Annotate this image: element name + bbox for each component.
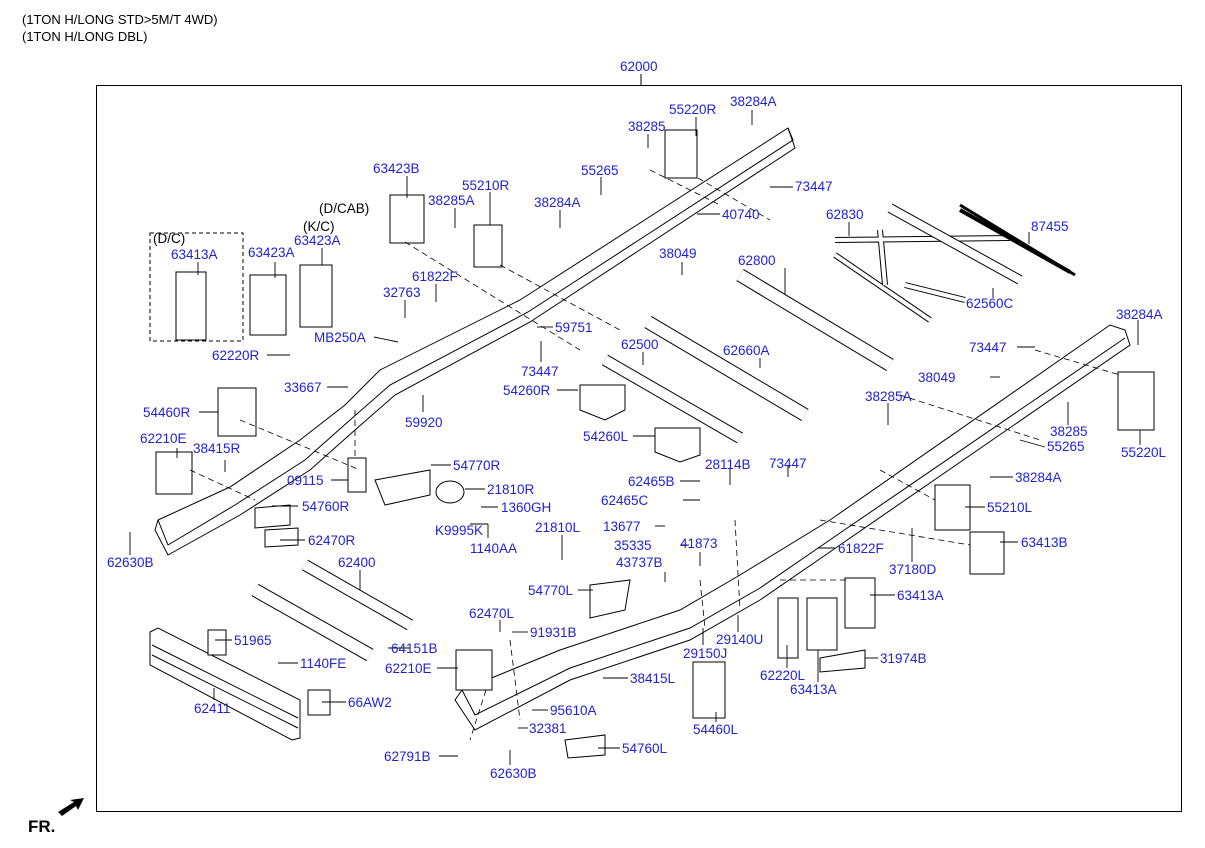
- part-label[interactable]: 38049: [918, 370, 956, 385]
- part-label[interactable]: 73447: [969, 340, 1007, 355]
- part-label[interactable]: 59920: [405, 415, 443, 430]
- part-label[interactable]: 62500: [621, 337, 659, 352]
- part-label[interactable]: 43737B: [616, 555, 663, 570]
- part-label[interactable]: 55265: [581, 163, 619, 178]
- part-label[interactable]: 54260L: [583, 429, 629, 444]
- part-label[interactable]: 62220L: [760, 668, 806, 683]
- part-label[interactable]: 55220L: [1121, 445, 1167, 460]
- part-label[interactable]: 1140FE: [300, 656, 347, 671]
- variant-label-kc: (K/C): [303, 219, 335, 234]
- part-label[interactable]: 33667: [284, 380, 322, 395]
- part-label[interactable]: 38285: [628, 119, 666, 134]
- front-direction-label: FR.: [28, 817, 56, 836]
- part-label[interactable]: 62791B: [384, 749, 431, 764]
- part-label[interactable]: 38284A: [730, 94, 777, 109]
- part-label[interactable]: 41873: [680, 536, 718, 551]
- part-label[interactable]: 73447: [795, 179, 833, 194]
- part-label[interactable]: 91931B: [530, 625, 577, 640]
- part-label[interactable]: 28114B: [705, 457, 751, 472]
- part-label[interactable]: 38049: [659, 246, 697, 261]
- part-label[interactable]: 54460R: [143, 405, 191, 420]
- part-label[interactable]: 09115: [287, 473, 324, 488]
- part-label[interactable]: 29150J: [683, 646, 728, 661]
- part-label[interactable]: 61822F: [838, 541, 884, 556]
- part-label[interactable]: 38284A: [1116, 307, 1163, 322]
- part-label[interactable]: 64151B: [391, 641, 438, 656]
- part-label[interactable]: 21810R: [487, 482, 535, 497]
- part-label[interactable]: 54760R: [302, 499, 350, 514]
- part-label-62000[interactable]: 62000: [620, 59, 658, 74]
- part-label[interactable]: 87455: [1031, 219, 1069, 234]
- part-label[interactable]: 63423A: [294, 233, 341, 248]
- part-label[interactable]: 62210E: [140, 431, 187, 446]
- part-label[interactable]: 62630B: [107, 555, 154, 570]
- variant-label-dc: (D/C): [153, 231, 186, 246]
- part-label[interactable]: 95610A: [550, 703, 597, 718]
- part-label[interactable]: 38285: [1050, 424, 1088, 439]
- part-label[interactable]: 63413A: [790, 682, 837, 697]
- part-label[interactable]: 63423B: [373, 161, 420, 176]
- part-label[interactable]: 32763: [383, 285, 421, 300]
- part-label[interactable]: 38284A: [1015, 470, 1062, 485]
- part-label[interactable]: 63413B: [1021, 535, 1068, 550]
- part-label[interactable]: 62411: [194, 701, 231, 716]
- part-label[interactable]: 62800: [738, 253, 776, 268]
- part-label[interactable]: 59751: [555, 320, 593, 335]
- part-label[interactable]: 13677: [603, 519, 641, 534]
- part-label[interactable]: 62660A: [723, 343, 770, 358]
- part-label[interactable]: 1140AA: [470, 541, 518, 556]
- variant-label-dcab: (D/CAB): [319, 201, 370, 216]
- part-label[interactable]: 55210L: [987, 500, 1033, 515]
- part-label[interactable]: 62220R: [212, 348, 260, 363]
- part-label[interactable]: 66AW2: [348, 695, 392, 710]
- part-label[interactable]: 54770R: [453, 458, 501, 473]
- part-label[interactable]: 55210R: [462, 178, 510, 193]
- part-label[interactable]: 55220R: [669, 102, 717, 117]
- part-label[interactable]: 38285A: [428, 193, 475, 208]
- part-label[interactable]: 21810L: [535, 520, 581, 535]
- part-label[interactable]: 54460L: [693, 722, 739, 737]
- part-label[interactable]: 63413A: [171, 247, 218, 262]
- part-label[interactable]: 35335: [614, 538, 652, 553]
- header-line-1: (1TON H/LONG STD>5M/T 4WD): [22, 12, 218, 27]
- part-label[interactable]: 62830: [826, 207, 864, 222]
- part-label[interactable]: 62470L: [469, 606, 515, 621]
- part-label[interactable]: 62470R: [308, 533, 356, 548]
- part-label[interactable]: K9995K: [435, 523, 484, 538]
- part-label[interactable]: 62465C: [601, 493, 649, 508]
- part-label[interactable]: 38285A: [865, 389, 912, 404]
- part-label[interactable]: 1360GH: [501, 500, 552, 515]
- part-label[interactable]: 38415R: [193, 441, 241, 456]
- part-label[interactable]: 29140U: [716, 632, 764, 647]
- part-label[interactable]: 62465B: [628, 474, 675, 489]
- part-label[interactable]: 54770L: [528, 583, 574, 598]
- part-label[interactable]: 54760L: [622, 741, 668, 756]
- part-label[interactable]: 73447: [769, 456, 807, 471]
- part-label[interactable]: 63423A: [248, 245, 295, 260]
- part-label[interactable]: 62630B: [490, 766, 537, 781]
- header-line-2: (1TON H/LONG DBL): [22, 29, 148, 44]
- part-label[interactable]: 40740: [722, 207, 760, 222]
- part-label[interactable]: 62560C: [966, 296, 1014, 311]
- part-label[interactable]: 54260R: [503, 383, 551, 398]
- part-label[interactable]: MB250A: [314, 330, 366, 345]
- part-label[interactable]: 55265: [1047, 439, 1085, 454]
- part-label[interactable]: 38284A: [534, 195, 581, 210]
- part-label[interactable]: 62400: [338, 555, 376, 570]
- part-label[interactable]: 38415L: [630, 671, 676, 686]
- part-label[interactable]: 32381: [529, 721, 567, 736]
- part-label[interactable]: 61822F: [412, 269, 458, 284]
- part-label[interactable]: 63413A: [897, 588, 944, 603]
- part-label[interactable]: 62210E: [385, 661, 432, 676]
- diagram-frame: [96, 85, 1182, 812]
- part-label[interactable]: 37180D: [889, 562, 937, 577]
- part-label[interactable]: 31974B: [880, 651, 927, 666]
- part-label[interactable]: 51965: [234, 633, 272, 648]
- part-label[interactable]: 73447: [521, 364, 559, 379]
